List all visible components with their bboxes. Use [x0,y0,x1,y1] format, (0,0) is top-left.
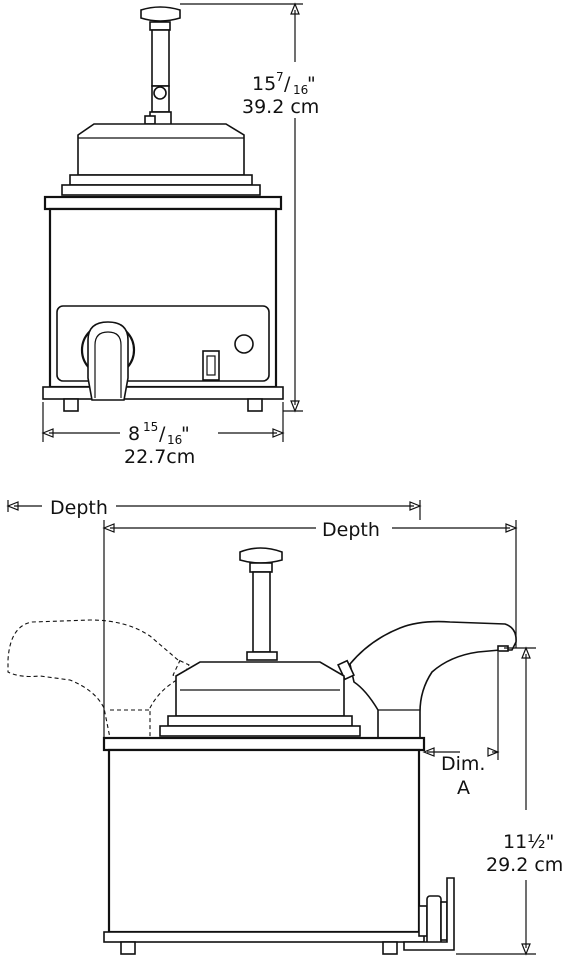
front-height-whole: 15 [252,73,276,95]
front-handle [349,620,517,739]
side-body [102,736,426,955]
front-lid [61,123,261,196]
front-width-unit: " [181,423,190,445]
front-height-unit: " [307,73,316,95]
side-height-metric: 29.2 cm [486,854,563,876]
front-height-num: 7 [276,70,284,84]
front-width-dimension-lines [41,402,285,442]
front-width-num: 15 [143,420,158,434]
side-lid [159,661,361,737]
front-width-whole: 8 [128,423,140,445]
front-width-metric: 22.7cm [124,446,195,468]
side-valve [403,877,455,951]
dim-a-dimension: Dim. A [422,652,500,799]
front-body [42,195,284,412]
front-height-metric: 39.2 cm [242,96,319,118]
side-view: Depth Depth [6,497,563,956]
side-height-imperial: 11½" [503,831,554,853]
dim-a-line1: Dim. [441,753,485,775]
front-width-label: 8 15 / 16 " 22.7cm [124,420,195,468]
outer-depth-dimension: Depth [6,497,422,520]
side-height-dimension: 11½" 29.2 cm [456,646,563,956]
power-switch [202,350,220,381]
svg-text:/: / [284,73,291,95]
front-height-dimension-lines [180,2,303,413]
front-valve [80,321,136,401]
inner-depth-dimension: Depth [102,519,518,742]
inner-depth-label: Depth [322,519,380,541]
front-view: 15 7 / 16 " 39.2 cm 8 15 / 16 " 22.7cm [41,2,319,468]
front-height-den: 16 [293,83,308,97]
svg-text:/: / [159,423,166,445]
rear-handle-dashed [7,619,185,739]
front-width-den: 16 [167,433,182,447]
indicator-light [234,334,254,354]
side-pump [239,547,283,661]
outer-depth-label: Depth [50,497,108,519]
front-height-label: 15 7 / 16 " 39.2 cm [242,70,319,118]
dim-a-line2: A [457,777,470,799]
